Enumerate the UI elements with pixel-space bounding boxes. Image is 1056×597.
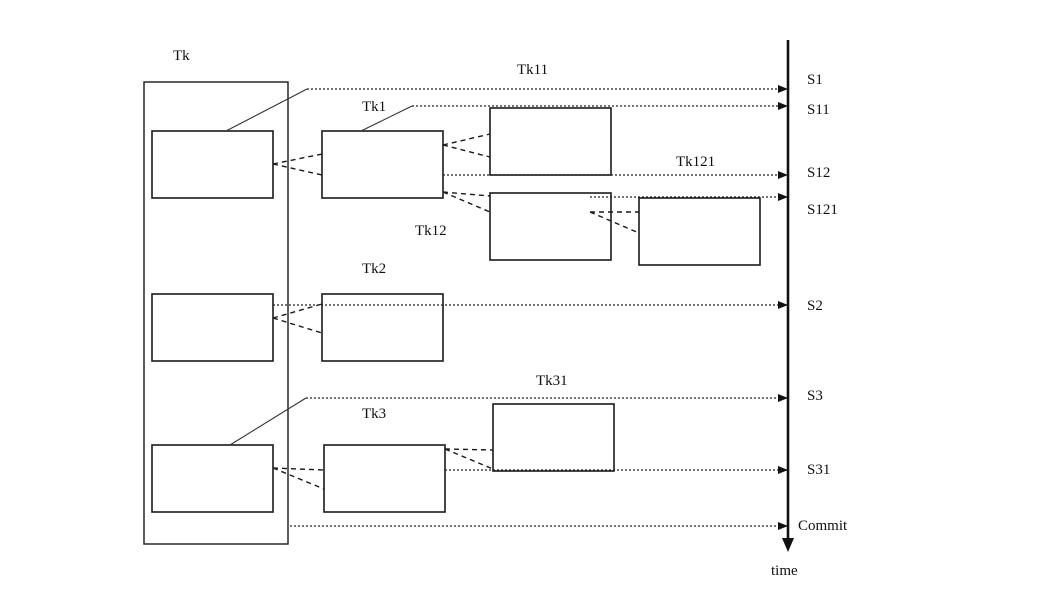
tk1-box bbox=[321, 130, 444, 199]
state-arrows bbox=[273, 85, 788, 530]
time-axis-arrowhead bbox=[782, 538, 794, 552]
tk12-label: Tk12 bbox=[415, 223, 447, 239]
tk31-box bbox=[492, 403, 615, 472]
tk12-box bbox=[489, 192, 612, 261]
tk3-label: Tk3 bbox=[362, 406, 386, 422]
state-s121-label: S121 bbox=[807, 202, 838, 218]
state-s11-label: S11 bbox=[807, 102, 830, 118]
tk-label: Tk bbox=[173, 48, 190, 64]
tk11-label: Tk11 bbox=[517, 62, 548, 78]
tk2-box bbox=[321, 293, 444, 362]
state-s12-label: S12 bbox=[807, 165, 830, 181]
tk-sub-box-2 bbox=[151, 293, 274, 362]
state-s31-label: S31 bbox=[807, 462, 830, 478]
label-leader-lines bbox=[225, 88, 413, 446]
state-s2-label: S2 bbox=[807, 298, 823, 314]
tk-outer-box bbox=[143, 81, 289, 545]
state-s1-label: S1 bbox=[807, 72, 823, 88]
tk3-box bbox=[323, 444, 446, 513]
decomposition-connectors bbox=[272, 133, 640, 490]
tk121-label: Tk121 bbox=[676, 154, 715, 170]
tk-sub-box-1 bbox=[151, 130, 274, 199]
tk31-label: Tk31 bbox=[536, 373, 568, 389]
tk-sub-box-3 bbox=[151, 444, 274, 513]
time-axis-label: time bbox=[771, 563, 798, 579]
state-commit-label: Commit bbox=[798, 518, 848, 534]
tk11-box bbox=[489, 107, 612, 176]
tk2-label: Tk2 bbox=[362, 261, 386, 277]
tk1-label: Tk1 bbox=[362, 99, 386, 115]
tk121-box bbox=[638, 197, 761, 266]
state-s3-label: S3 bbox=[807, 388, 823, 404]
